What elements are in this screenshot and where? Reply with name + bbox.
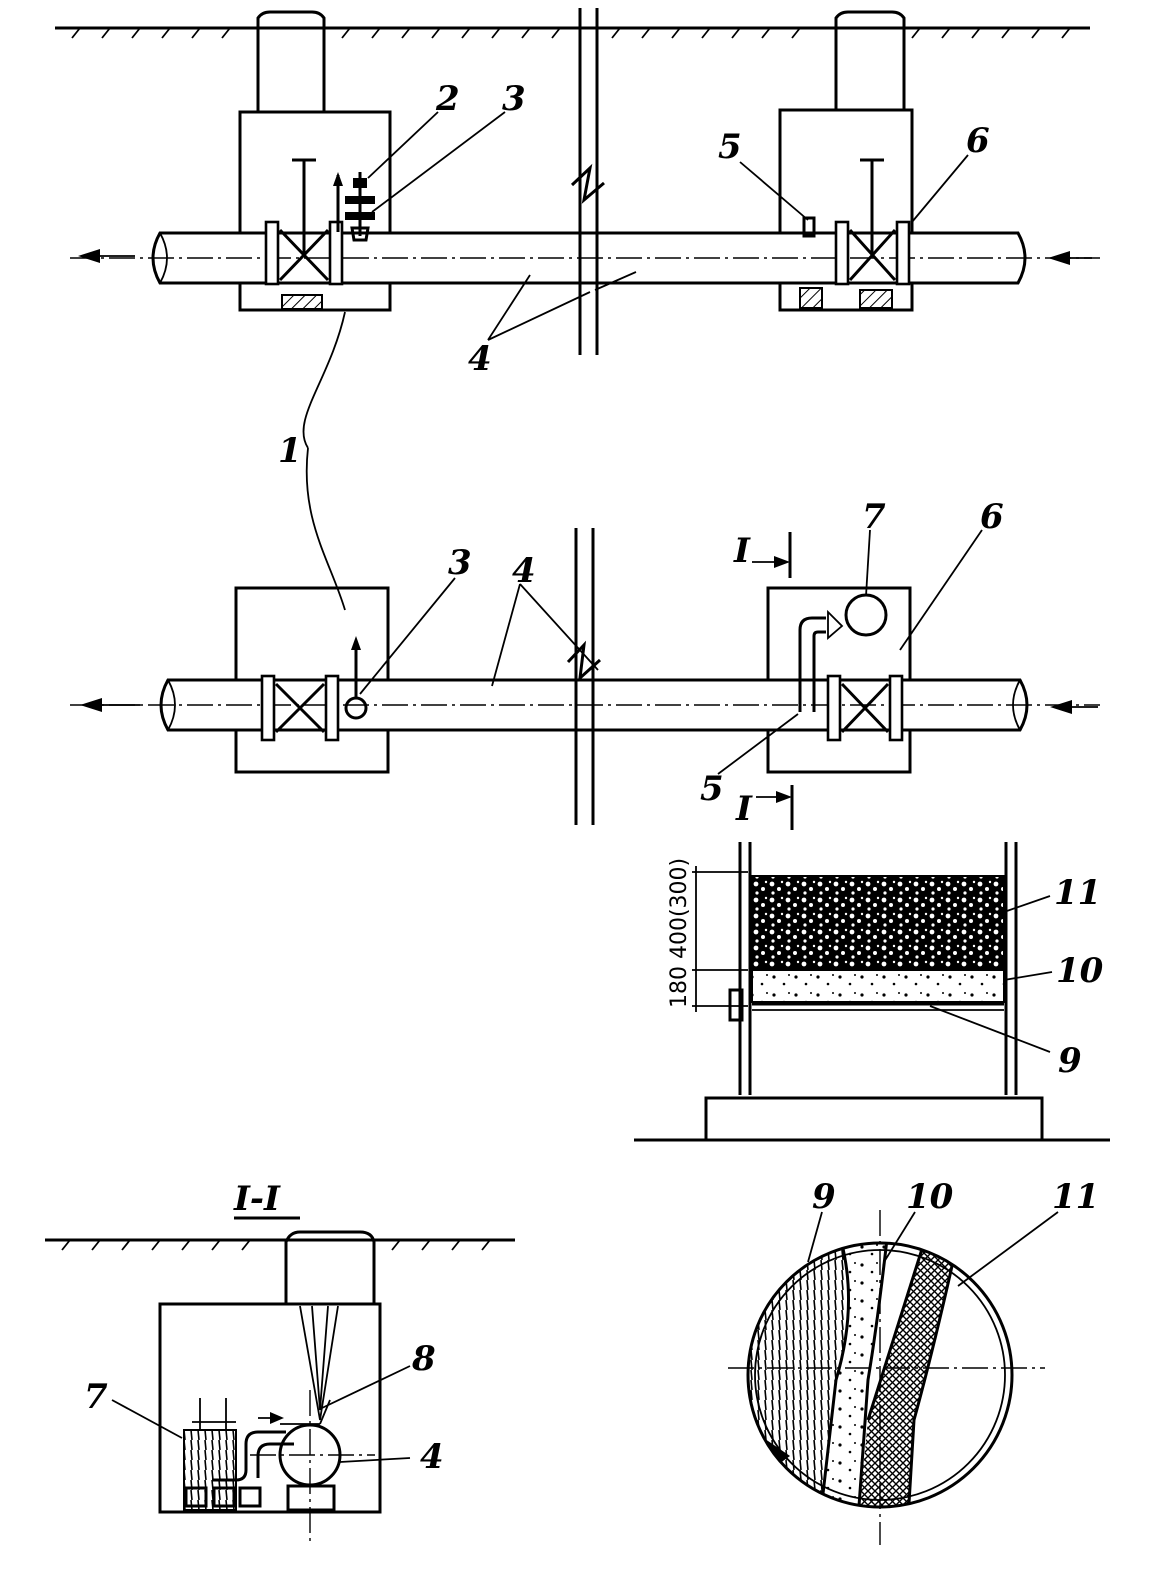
label-6-top: 6 <box>966 121 990 161</box>
gate-valve-right-plan <box>826 674 904 742</box>
filter-dimensions <box>692 866 748 1012</box>
ground-line-top <box>55 26 1090 39</box>
break-line-top <box>570 8 605 355</box>
flow-arrow-mid-left <box>80 698 140 712</box>
label-5-top: 5 <box>718 127 742 167</box>
section-title: I-I <box>233 1179 281 1219</box>
well-section <box>158 1230 382 1545</box>
label-1: 1 <box>278 431 302 471</box>
section-mark-top: I <box>733 531 751 571</box>
section-marks <box>752 532 794 830</box>
filter-dimension-text: 180 400(300) <box>667 858 692 1008</box>
leaders-top <box>302 111 969 611</box>
gate-valve-left-top <box>264 158 344 286</box>
label-9-detail: 9 <box>812 1177 836 1217</box>
label-11-filter: 11 <box>1054 873 1101 913</box>
label-2: 2 <box>435 79 460 119</box>
well-right-top <box>778 10 914 312</box>
pipeline-middle <box>70 678 1100 732</box>
label-10-detail: 10 <box>906 1177 954 1217</box>
flow-arrow-top-left <box>78 249 135 263</box>
detail-circle <box>728 1210 1045 1545</box>
ground-line-bottom <box>45 1238 515 1251</box>
pipeline-top <box>70 231 1100 285</box>
label-4-mid: 4 <box>512 551 536 591</box>
label-3-top: 3 <box>502 79 526 119</box>
label-5-mid: 5 <box>700 769 724 809</box>
label-7-section: 7 <box>84 1377 108 1417</box>
label-3-mid: 3 <box>448 543 472 583</box>
flow-arrow-top-right <box>1048 251 1092 265</box>
label-4-section: 4 <box>420 1437 444 1477</box>
label-10-filter: 10 <box>1056 951 1104 991</box>
leaders-section <box>111 1365 411 1463</box>
label-11-detail: 11 <box>1052 1177 1099 1217</box>
condensate-tube-plan <box>798 593 888 712</box>
label-4-top: 4 <box>468 339 492 379</box>
gate-valve-right-top <box>802 158 911 286</box>
air-valve-left-plan <box>344 636 368 720</box>
label-6-mid: 6 <box>980 497 1004 537</box>
flow-arrow-mid-right <box>1050 700 1098 714</box>
well-left-top <box>238 10 392 312</box>
leaders-filter <box>929 895 1053 1053</box>
gate-valve-left-plan <box>260 674 340 742</box>
leaders-middle <box>359 529 983 775</box>
air-valve-device-top <box>333 172 375 242</box>
section-mark-bottom: I <box>735 789 753 829</box>
break-line-middle <box>566 528 602 825</box>
label-8: 8 <box>411 1339 436 1379</box>
leaders-detail <box>807 1211 1059 1287</box>
filter-section <box>634 842 1110 1142</box>
label-7-mid: 7 <box>862 497 886 537</box>
label-9-filter: 9 <box>1058 1041 1082 1081</box>
